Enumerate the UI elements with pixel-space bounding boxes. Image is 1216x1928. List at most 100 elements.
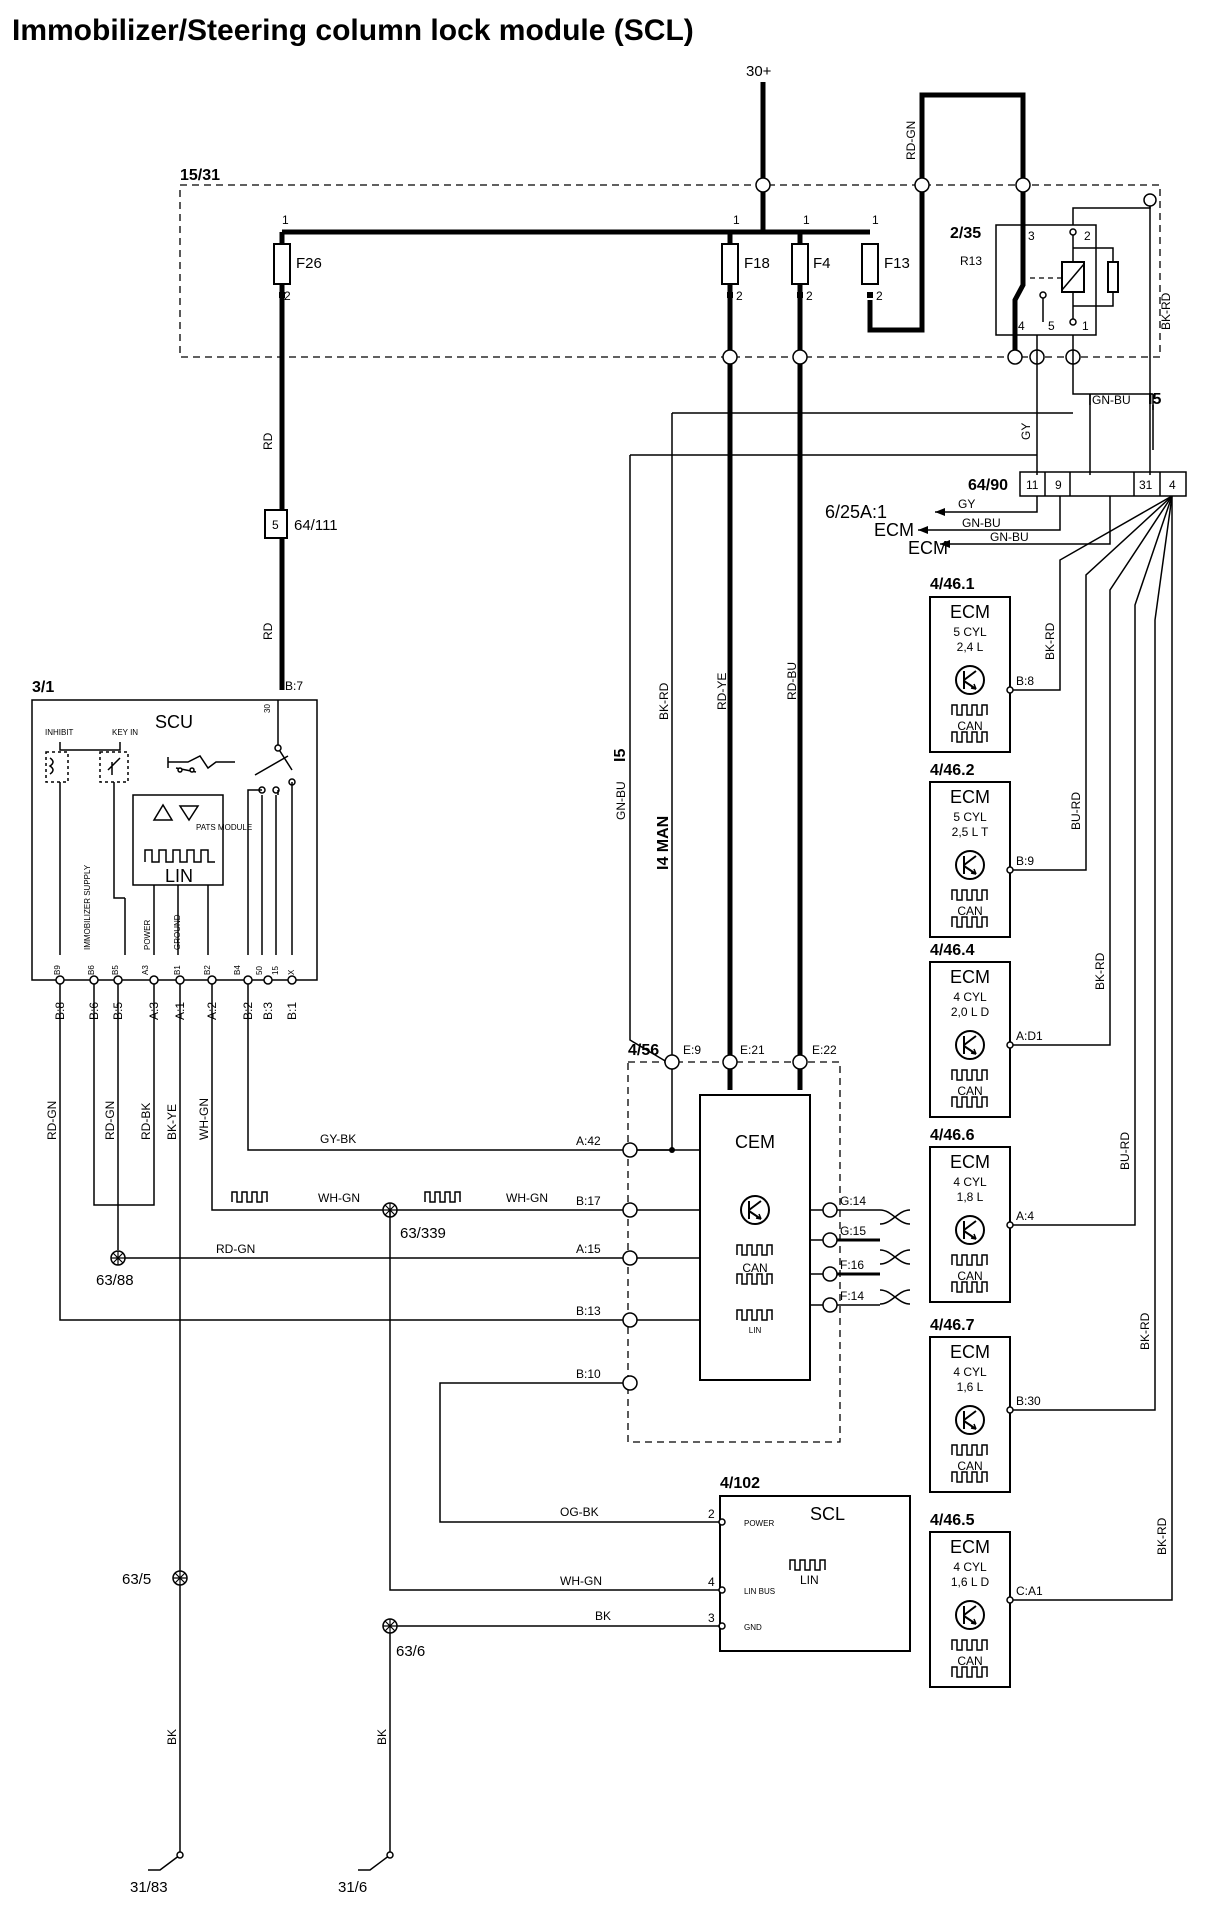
wire-relay-loop <box>1012 185 1026 352</box>
svg-text:F4: F4 <box>813 255 831 272</box>
cem-id: 4/56 <box>628 1042 659 1059</box>
svg-text:1: 1 <box>872 213 879 227</box>
svg-text:B1: B1 <box>173 965 182 975</box>
svg-text:B:8: B:8 <box>1016 674 1034 688</box>
svg-text:1: 1 <box>803 213 810 227</box>
svg-text:B5: B5 <box>111 965 120 975</box>
svg-text:2: 2 <box>736 289 743 303</box>
svg-text:CAN: CAN <box>742 1261 767 1275</box>
svg-text:64/111: 64/111 <box>294 517 338 534</box>
svg-text:1,6 L: 1,6 L <box>957 1380 984 1394</box>
scl-pins: 2 POWER 4 LIN BUS 3 GND <box>708 1507 775 1632</box>
svg-text:I5: I5 <box>612 749 629 762</box>
svg-text:B4: B4 <box>233 965 242 975</box>
svg-text:F26: F26 <box>296 255 322 272</box>
svg-text:B:1: B:1 <box>285 1002 299 1020</box>
svg-text:BK: BK <box>595 1609 611 1623</box>
svg-text:2: 2 <box>284 289 291 303</box>
ecm-4-46-2: 4/46.2 ECM 5 CYL 2,5 L T CAN B:9 <box>929 762 1034 938</box>
svg-text:B:13: B:13 <box>576 1304 601 1318</box>
svg-text:E:21: E:21 <box>740 1043 765 1057</box>
svg-text:GY-BK: GY-BK <box>320 1132 356 1146</box>
svg-text:IMMOBILIZER SUPPLY: IMMOBILIZER SUPPLY <box>83 864 92 950</box>
scu-box <box>31 699 318 981</box>
svg-text:WH-GN: WH-GN <box>560 1574 602 1588</box>
svg-text:B:7: B:7 <box>285 679 303 693</box>
svg-text:RD-GN: RD-GN <box>103 1101 117 1140</box>
relay-box <box>995 224 1097 336</box>
svg-text:A:4: A:4 <box>1016 1209 1034 1223</box>
svg-text:RD-GN: RD-GN <box>216 1242 255 1256</box>
ground-31-83: 31/83 <box>130 1851 184 1896</box>
svg-text:CAN: CAN <box>957 904 982 918</box>
ground-31-6: 31/6 <box>338 1851 394 1896</box>
svg-text:B9: B9 <box>53 965 62 975</box>
svg-text:F13: F13 <box>884 255 910 272</box>
svg-text:PATS MODULE: PATS MODULE <box>196 823 252 832</box>
svg-text:BK-RD: BK-RD <box>1043 622 1057 660</box>
svg-text:RD-BU: RD-BU <box>785 662 799 700</box>
svg-text:KEY IN: KEY IN <box>112 728 138 737</box>
variant-i5-top: I5 <box>1148 391 1161 408</box>
svg-text:GY: GY <box>958 497 975 511</box>
svg-text:A:D1: A:D1 <box>1016 1029 1043 1043</box>
svg-text:B:9: B:9 <box>1016 854 1034 868</box>
svg-text:E:9: E:9 <box>683 1043 701 1057</box>
svg-text:15: 15 <box>271 966 280 975</box>
svg-text:LIN BUS: LIN BUS <box>744 1587 775 1596</box>
svg-text:B:17: B:17 <box>576 1194 601 1208</box>
relay-internals: 3 2 4 5 1 <box>1018 228 1119 333</box>
svg-text:WH-GN: WH-GN <box>506 1191 548 1205</box>
conn-6-25: 6/25A:1 <box>825 502 887 522</box>
svg-text:LIN: LIN <box>800 1573 819 1587</box>
svg-text:4/46.7: 4/46.7 <box>930 1317 975 1334</box>
scl-name: SCL <box>810 1504 845 1524</box>
svg-text:31/83: 31/83 <box>130 1879 168 1896</box>
relay-name: R13 <box>960 254 982 268</box>
ecm-feed-wires <box>1010 495 1173 1601</box>
svg-text:BK-RD: BK-RD <box>657 682 671 720</box>
svg-text:RD: RD <box>261 622 275 640</box>
svg-text:4/46.5: 4/46.5 <box>930 1512 975 1529</box>
ecm-ref-2: ECM <box>908 538 948 558</box>
ecm-4-46-7: 4/46.7 ECM 4 CYL 1,6 L CAN B:30 <box>929 1317 1041 1493</box>
fuse-f13: F13 1 2 <box>861 213 910 303</box>
ecm-4-46-1: 4/46.1 ECM 5 CYL 2,4 L CAN B:8 <box>929 576 1034 753</box>
svg-text:31: 31 <box>1139 478 1153 492</box>
svg-text:RD-BK: RD-BK <box>139 1103 153 1140</box>
svg-text:ECM: ECM <box>950 1152 990 1172</box>
svg-text:4/46.2: 4/46.2 <box>930 762 975 779</box>
svg-text:B:30: B:30 <box>1016 1394 1041 1408</box>
svg-text:4/46.4: 4/46.4 <box>930 942 975 959</box>
svg-text:4 CYL: 4 CYL <box>953 1365 987 1379</box>
svg-text:ECM: ECM <box>950 1342 990 1362</box>
svg-text:A:42: A:42 <box>576 1134 601 1148</box>
svg-text:F:14: F:14 <box>840 1289 864 1303</box>
svg-text:CAN: CAN <box>957 1269 982 1283</box>
svg-text:BU-RD: BU-RD <box>1118 1132 1132 1170</box>
svg-text:4/46.1: 4/46.1 <box>930 576 975 593</box>
svg-text:1,6 L D: 1,6 L D <box>951 1575 990 1589</box>
svg-text:LIN: LIN <box>749 1326 762 1335</box>
splice-63-6: 63/6 <box>396 1643 425 1660</box>
svg-text:1: 1 <box>282 213 289 227</box>
svg-text:B:10: B:10 <box>576 1367 601 1381</box>
cem-outline <box>627 1061 841 1443</box>
svg-text:9: 9 <box>1055 478 1062 492</box>
wire-f13-out <box>867 185 925 333</box>
splice-63-339: 63/339 <box>400 1225 446 1242</box>
relay-id: 2/35 <box>950 225 981 242</box>
svg-text:B2: B2 <box>203 965 212 975</box>
fusebox-label: 15/31 <box>180 167 220 184</box>
svg-text:POWER: POWER <box>143 920 152 950</box>
svg-text:11: 11 <box>1026 478 1039 492</box>
scl-box <box>719 1495 911 1652</box>
svg-text:1: 1 <box>1082 319 1089 333</box>
svg-text:CAN: CAN <box>957 719 982 733</box>
svg-text:BK-RD: BK-RD <box>1138 1312 1152 1350</box>
svg-text:2: 2 <box>708 1507 715 1521</box>
fuse-f18: F18 1 2 <box>721 213 770 303</box>
svg-text:5 CYL: 5 CYL <box>953 625 987 639</box>
conn-64-111 <box>264 509 288 539</box>
